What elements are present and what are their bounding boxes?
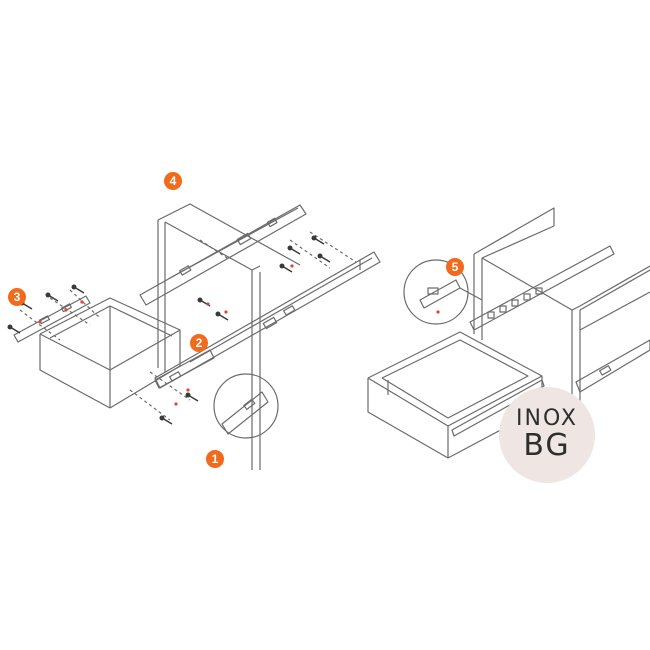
step-5-badge: 5 [446, 258, 464, 276]
drawer-member-rail-3 [13, 295, 91, 343]
slide-rail-lower [154, 251, 381, 389]
detail-inset-right [403, 259, 483, 325]
screws [7, 235, 331, 425]
drawer-right [367, 331, 545, 459]
slide-rail-upper [139, 204, 307, 306]
step-1-badge: 1 [206, 450, 224, 468]
step-3-badge: 3 [8, 288, 26, 306]
step-2-badge: 2 [190, 334, 208, 352]
screw-hole-markers [38, 264, 440, 406]
cabinet-right [473, 207, 650, 420]
logo-line-2: BG [523, 428, 571, 463]
detail-inset-left [213, 373, 279, 439]
logo-line-1: INOX [516, 406, 578, 431]
screw-guide-lines [19, 231, 357, 421]
step-4-badge: 4 [164, 172, 182, 190]
cabinet-side-panel [157, 203, 301, 470]
inox-bg-logo: INOX BG [499, 387, 595, 483]
drawer-member-rail-2 [154, 349, 215, 389]
drawer-box-left [39, 297, 181, 409]
slide-rail-right-lower [575, 339, 650, 393]
slide-rail-right-upper [469, 245, 615, 331]
